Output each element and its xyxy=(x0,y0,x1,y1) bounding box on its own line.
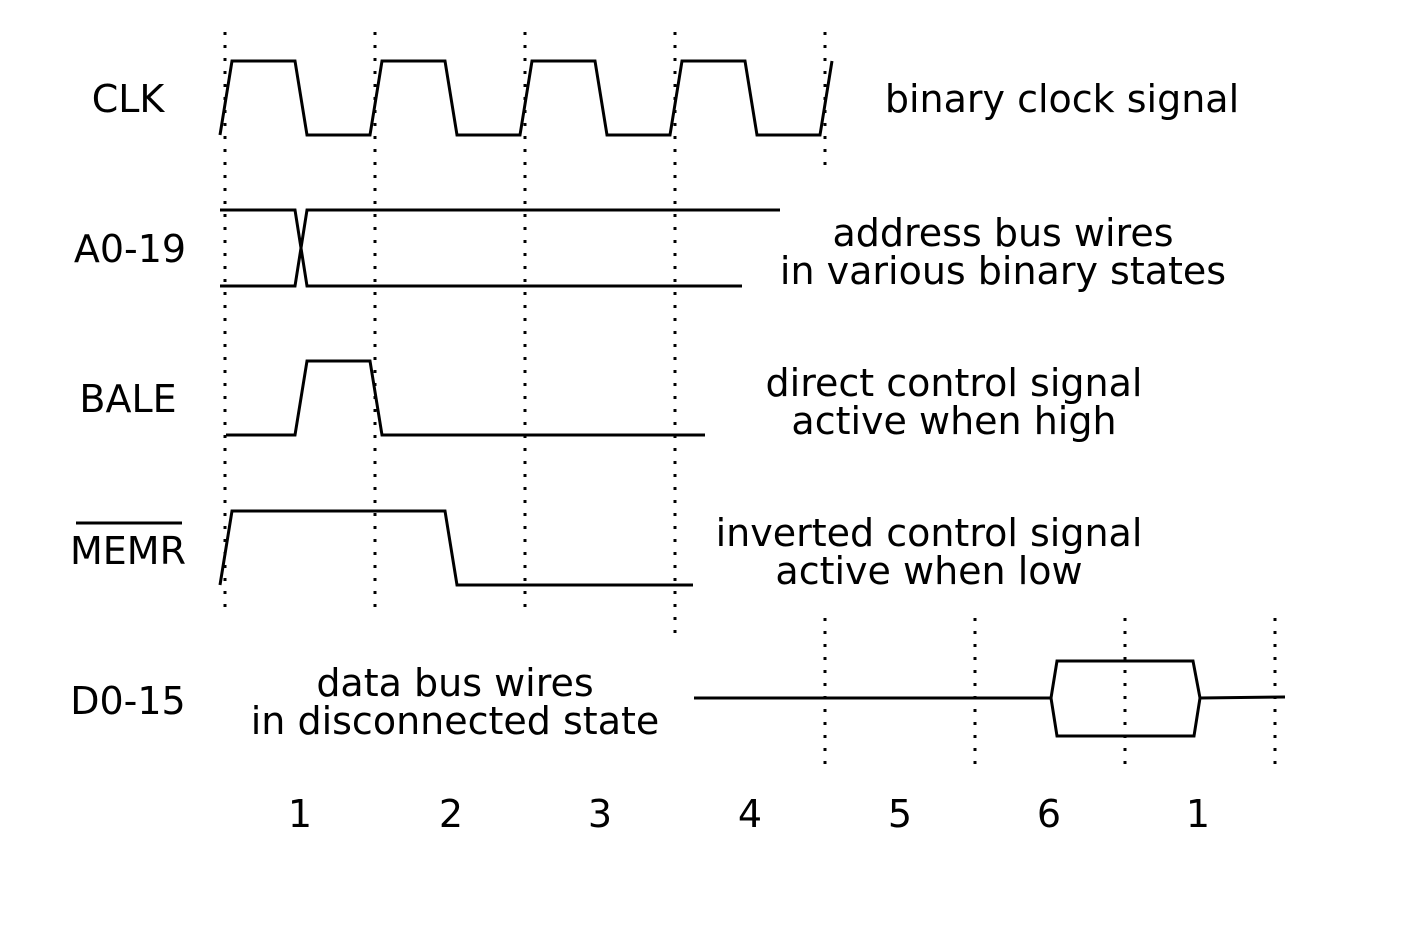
note-data-line1: data bus wires xyxy=(316,661,593,705)
signal-label-clk: CLK xyxy=(92,77,166,121)
signal-label-memr: MEMR xyxy=(70,529,186,573)
data-waveform-tail xyxy=(1199,695,1286,700)
note-address-line1: address bus wires xyxy=(832,211,1173,255)
bale-waveform xyxy=(226,359,705,437)
signal-row-memr: MEMR inverted control signal active when… xyxy=(70,509,1143,593)
cycle-labels: 1 2 3 4 5 6 1 xyxy=(288,792,1210,836)
signal-row-clk: CLK binary clock signal xyxy=(92,59,1239,137)
note-data-line2: in disconnected state xyxy=(251,699,660,743)
signal-label-bale: BALE xyxy=(79,377,176,421)
address-waveform-bottom xyxy=(220,208,780,288)
cycle-label: 4 xyxy=(738,792,762,836)
note-clk: binary clock signal xyxy=(885,77,1239,121)
signal-row-data: D0-15 data bus wires in disconnected sta… xyxy=(70,659,1286,743)
note-bale-line1: direct control signal xyxy=(766,361,1143,405)
signal-row-bale: BALE direct control signal active when h… xyxy=(79,359,1143,443)
cycle-label: 2 xyxy=(439,792,463,836)
memr-waveform xyxy=(218,509,693,587)
note-bale-line2: active when high xyxy=(791,399,1116,443)
signal-row-address: A0-19 address bus wires in various binar… xyxy=(74,208,1226,293)
cycle-label: 1 xyxy=(1186,792,1210,836)
note-memr-line2: active when low xyxy=(775,549,1082,593)
time-gridlines xyxy=(223,32,1277,772)
cycle-label: 6 xyxy=(1037,792,1061,836)
note-address-line2: in various binary states xyxy=(780,249,1226,293)
clk-waveform xyxy=(218,59,834,137)
signal-label-address: A0-19 xyxy=(74,227,186,271)
signal-label-data: D0-15 xyxy=(70,679,186,723)
cycle-label: 3 xyxy=(588,792,612,836)
cycle-label: 5 xyxy=(888,792,912,836)
note-memr-line1: inverted control signal xyxy=(716,511,1143,555)
cycle-label: 1 xyxy=(288,792,312,836)
